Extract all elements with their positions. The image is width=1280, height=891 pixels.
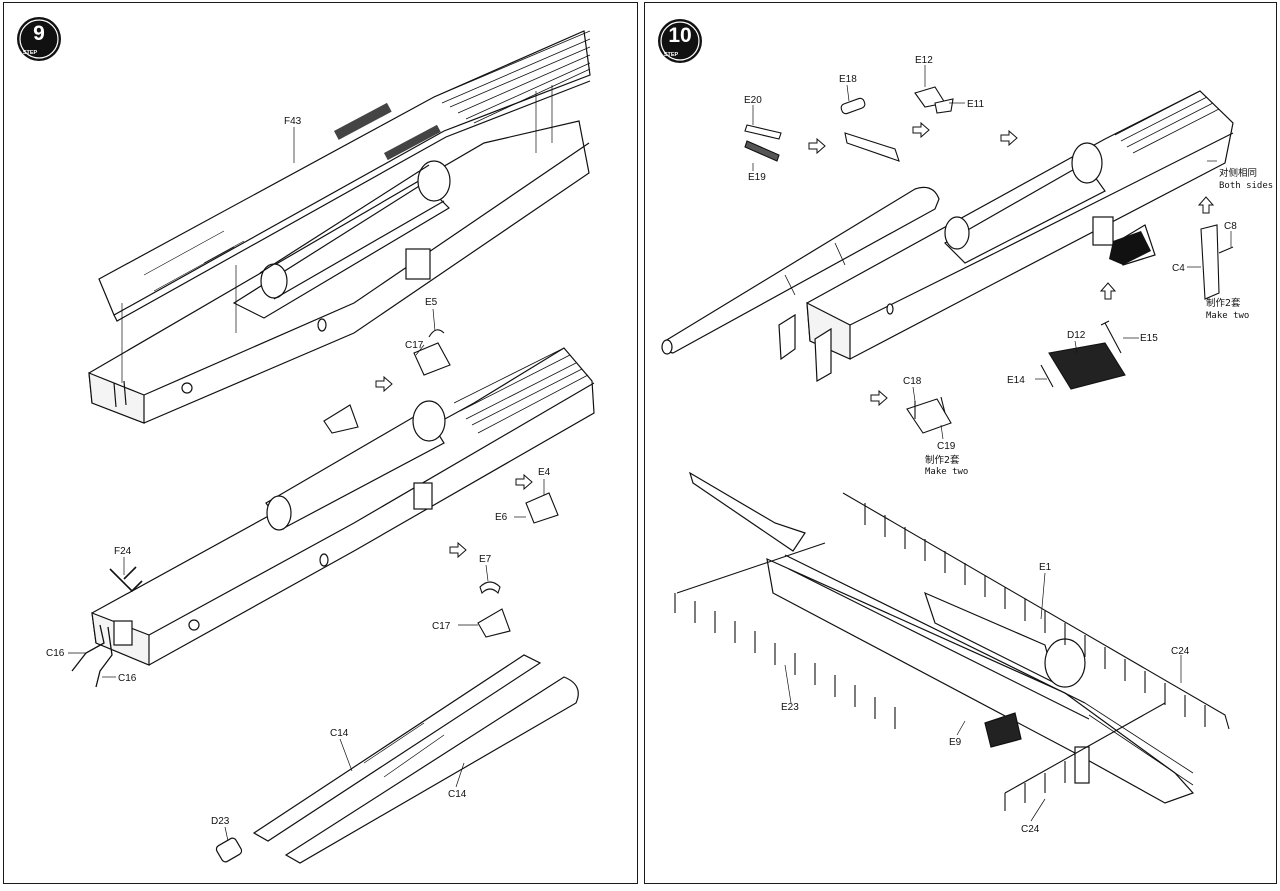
part-e7-c17-bottom (477, 581, 511, 638)
label-c24-a: C24 (1171, 646, 1190, 657)
label-e18: E18 (839, 74, 857, 85)
step-9-diagram: 9 STEP (17, 17, 595, 864)
note-both-sides-en: Both sides (1219, 181, 1273, 191)
part-left-mount (323, 404, 359, 434)
label-e4: E4 (538, 467, 551, 478)
step-10-page: 10 STEP (644, 2, 1277, 884)
note-make-two-b-cn: 制作2套 (925, 454, 960, 466)
step-10-diagram: 10 STEP (658, 19, 1273, 835)
railings (674, 492, 1230, 811)
step-ladder-d12-e15-e14 (1040, 320, 1126, 390)
parts-c8-c4 (1200, 224, 1234, 300)
chassis-lower (91, 347, 595, 666)
label-e1: E1 (1039, 562, 1052, 573)
label-c4: C4 (1172, 263, 1185, 274)
step-9-badge: 9 STEP (17, 17, 61, 61)
step-10-word: STEP (664, 52, 679, 58)
label-e14: E14 (1007, 375, 1025, 386)
label-c17-bottom: C17 (432, 621, 451, 632)
muzzle-brake-d23 (215, 837, 243, 863)
step-10-number: 10 (668, 24, 691, 47)
leader-lines-step9 (68, 127, 545, 842)
label-c24-b: C24 (1021, 824, 1040, 835)
label-e11: E11 (967, 99, 984, 110)
label-e7: E7 (479, 554, 492, 565)
label-f43: F43 (284, 116, 302, 127)
part-e18 (840, 97, 900, 162)
direction-arrows-step10 (808, 121, 1215, 407)
note-make-two-a-en: Make two (1206, 311, 1249, 321)
parts-e12-e11 (914, 86, 954, 114)
gun-barrel (661, 186, 940, 355)
label-c16-b: C16 (118, 673, 137, 684)
label-f24: F24 (114, 546, 132, 557)
label-c16-a: C16 (46, 648, 65, 659)
chassis-lower-step10 (688, 471, 1195, 804)
label-c14-b: C14 (448, 789, 467, 800)
label-e6: E6 (495, 512, 508, 523)
label-e9: E9 (949, 737, 962, 748)
label-c8: C8 (1224, 221, 1237, 232)
parts-e20-e19 (744, 124, 782, 162)
part-c16-rails (71, 624, 113, 688)
label-e12: E12 (915, 55, 933, 66)
part-f24 (109, 566, 143, 593)
label-e15: E15 (1140, 333, 1158, 344)
label-d23: D23 (211, 816, 230, 827)
label-c19: C19 (937, 441, 956, 452)
step-9-number: 9 (33, 22, 45, 45)
step-9-page: 9 STEP (3, 2, 638, 884)
label-d12: D12 (1067, 330, 1086, 341)
footstep-installed (1109, 231, 1151, 265)
deck-plate-f43 (98, 30, 591, 322)
barrel-halves-c14 (252, 654, 579, 864)
step-10-badge: 10 STEP (658, 19, 702, 63)
label-e5: E5 (425, 297, 438, 308)
label-c14-a: C14 (330, 728, 349, 739)
label-e20: E20 (744, 95, 762, 106)
label-c18: C18 (903, 376, 922, 387)
label-e23: E23 (781, 702, 799, 713)
part-e5-c17-top (413, 329, 451, 376)
chassis-upper (88, 120, 590, 424)
step-9-word: STEP (23, 50, 38, 56)
parts-c18-c19 (906, 396, 952, 434)
label-c17-top: C17 (405, 340, 424, 351)
note-make-two-a-cn: 制作2套 (1206, 297, 1241, 309)
note-both-sides-cn: 对侧相同 (1219, 167, 1257, 179)
label-e19: E19 (748, 172, 766, 183)
direction-arrows (375, 375, 533, 559)
leader-lines-step10 (752, 65, 1232, 822)
note-make-two-b-en: Make two (925, 467, 968, 477)
part-e4-e6 (525, 492, 559, 524)
